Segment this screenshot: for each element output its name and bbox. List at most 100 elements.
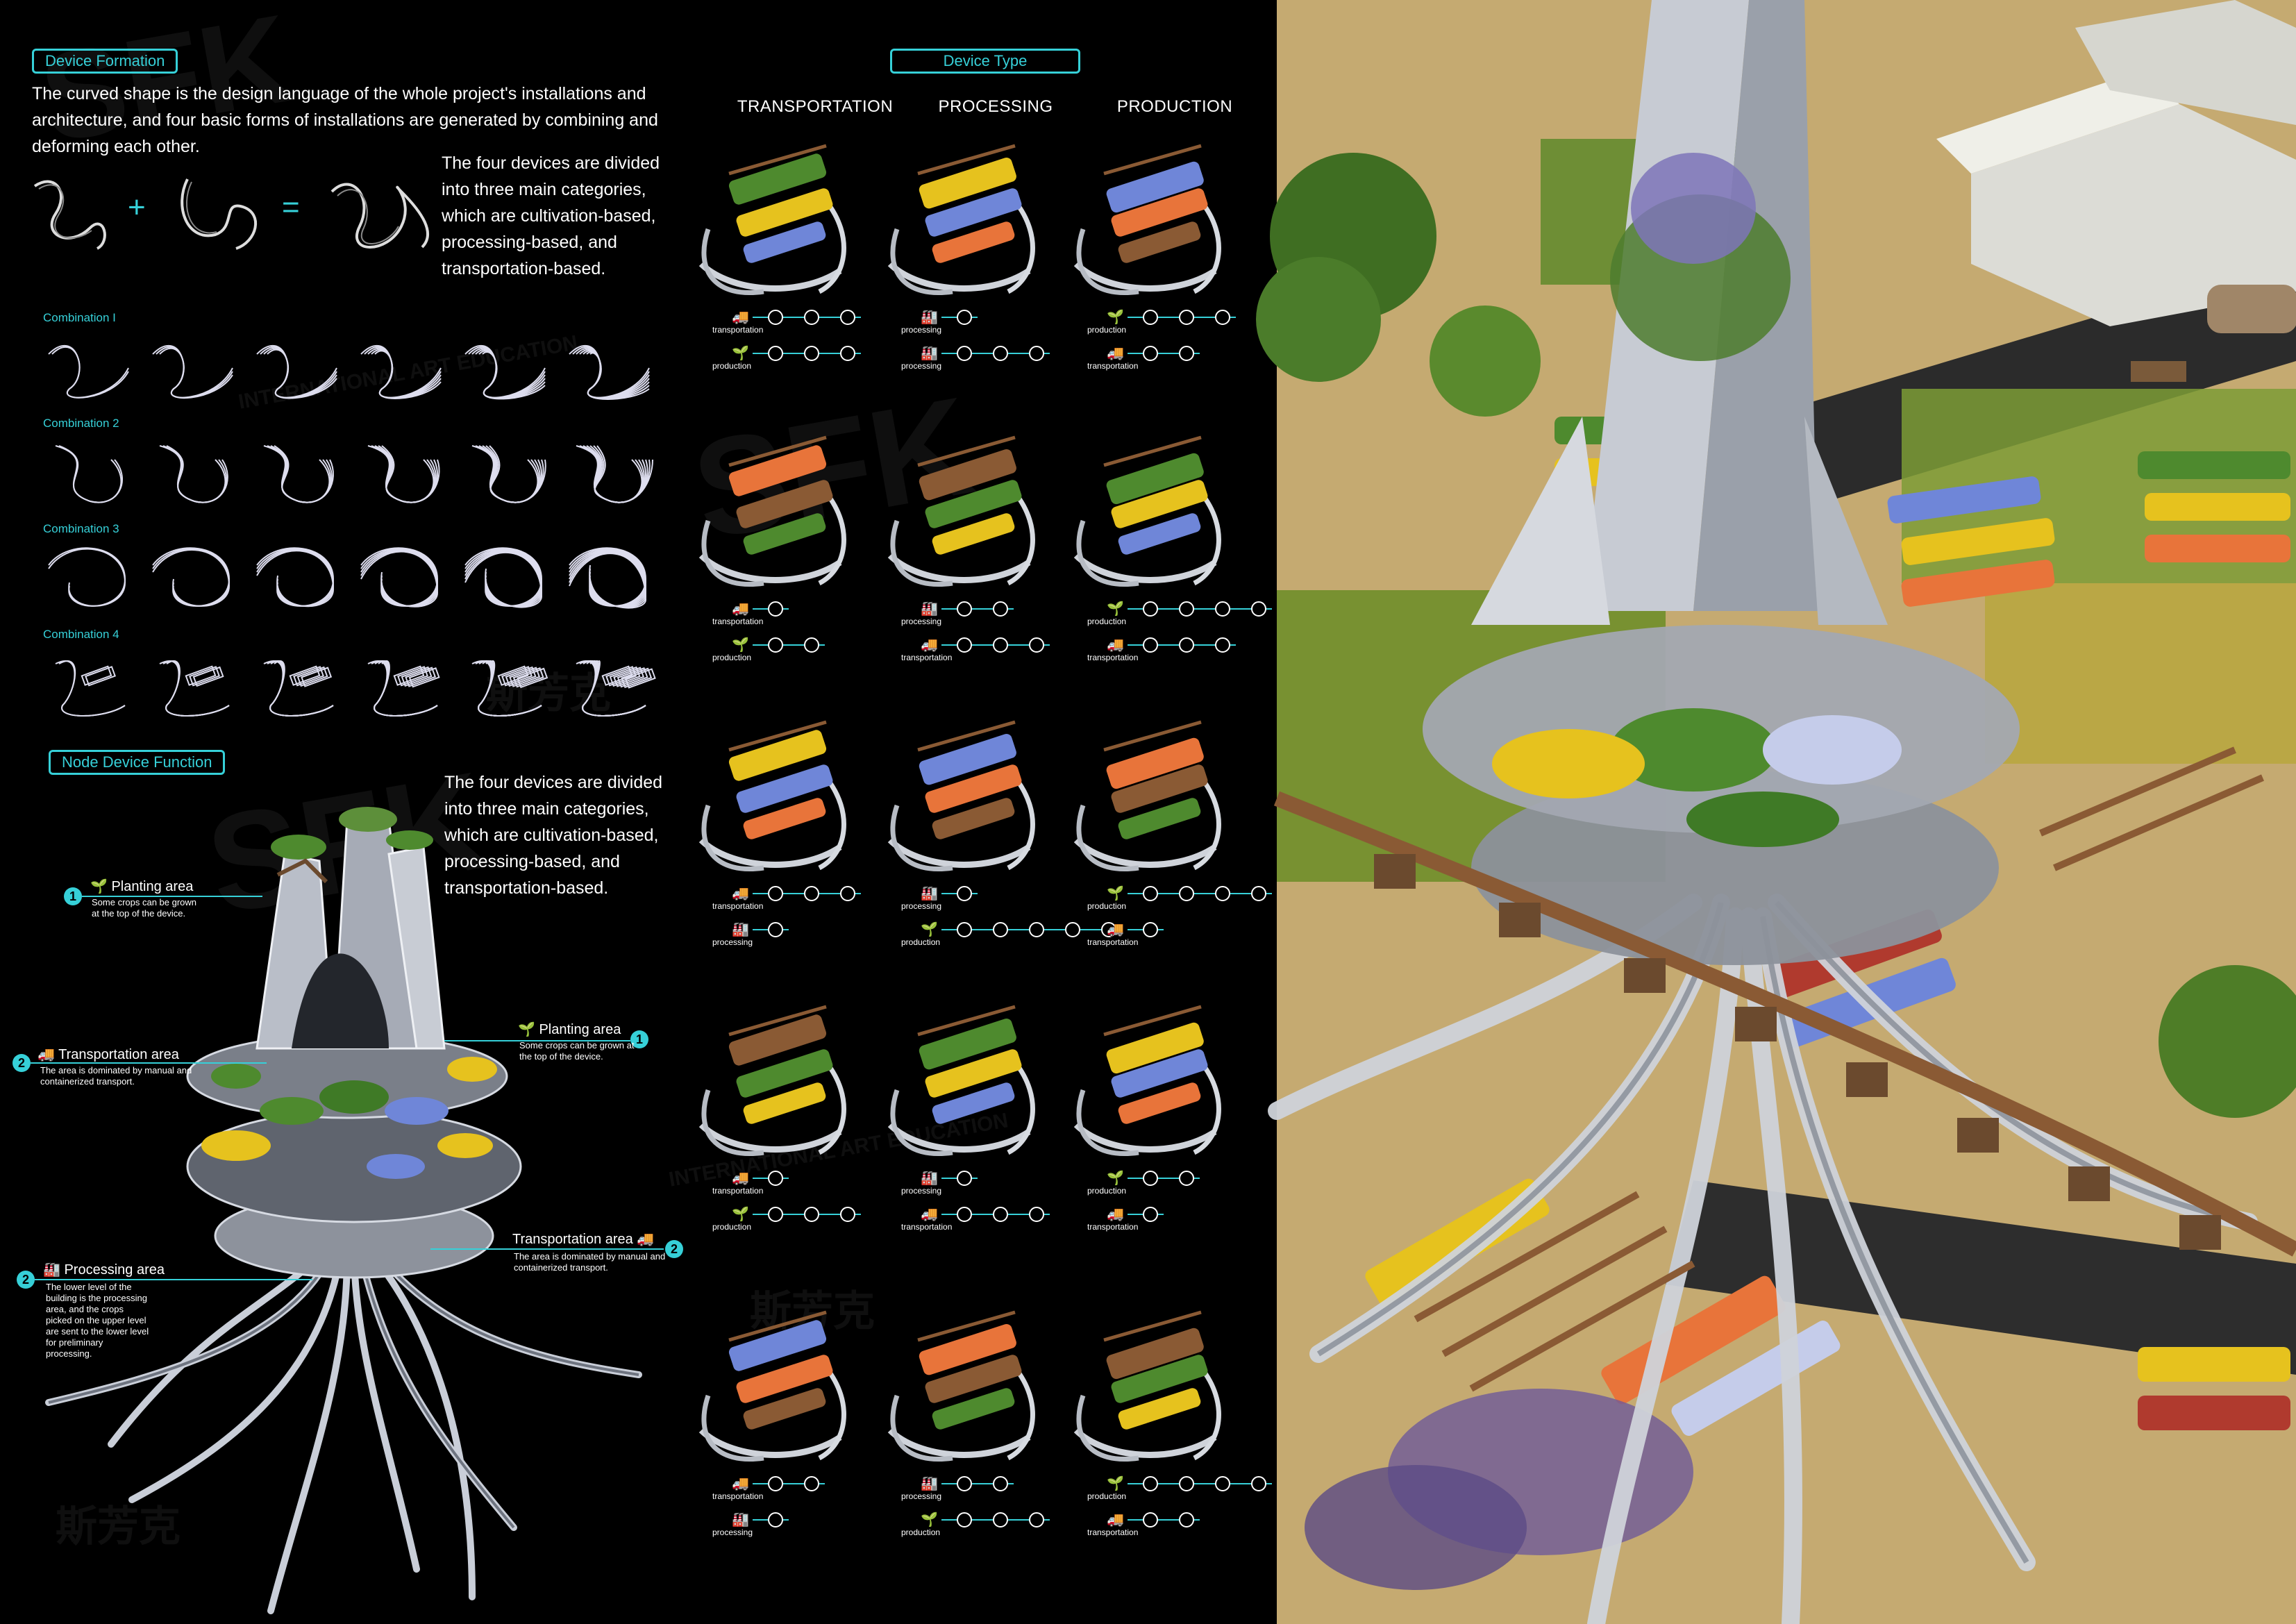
combination-label-2: Combination 2	[43, 417, 119, 430]
device-category-icon: 🌱	[1107, 886, 1124, 901]
device-category-label: production	[1087, 1186, 1127, 1196]
device-category-icon: 🚚	[732, 310, 749, 325]
function-circle-icon	[768, 637, 783, 653]
device-category-icon: 🌱	[1107, 310, 1124, 325]
connector-line	[941, 608, 1014, 610]
device-category-icon: 🚚	[1107, 922, 1124, 937]
combination-wireframe	[569, 344, 650, 400]
function-circle-icon	[993, 637, 1008, 653]
device-illustration	[698, 720, 846, 871]
function-circle-icon	[1065, 922, 1080, 937]
device-category-icon: 🚚	[1107, 346, 1124, 361]
combination-wireframe	[367, 445, 440, 503]
function-circle-icon	[1179, 601, 1194, 617]
device-category-label: transportation	[712, 1186, 764, 1196]
device-category-icon: 🚚	[1107, 1512, 1124, 1527]
callout-number: 2	[665, 1240, 683, 1258]
transportation-area-title: 🚚 Transportation area	[37, 1047, 179, 1062]
function-circle-icon	[804, 1476, 819, 1491]
connector-line	[1128, 608, 1272, 610]
combination-wireframe	[55, 660, 126, 717]
device-category-icon: 🏭	[921, 1476, 938, 1491]
callout-number: 1	[64, 887, 82, 905]
function-circle-icon	[1101, 922, 1116, 937]
combination-wireframe	[360, 547, 439, 608]
combination-wireframe	[48, 547, 126, 607]
device-category-label: processing	[901, 617, 942, 626]
formula-curve-b	[181, 178, 257, 250]
function-circle-icon	[804, 346, 819, 361]
combination-wireframe	[48, 344, 129, 399]
device-category-label: production	[1087, 617, 1127, 626]
transportation-area-desc: The area is dominated by manual and cont…	[40, 1065, 192, 1087]
processing-area-desc: The lower level of the building is the p…	[46, 1282, 149, 1359]
function-circle-icon	[957, 310, 972, 325]
function-circle-icon	[1179, 1476, 1194, 1491]
truck-icon: 🚚	[37, 1047, 59, 1062]
connector-line	[1128, 1483, 1272, 1484]
device-category-icon: 🏭	[921, 310, 938, 325]
function-circle-icon	[1143, 346, 1158, 361]
function-circle-icon	[1029, 1207, 1044, 1222]
function-circle-icon	[1029, 922, 1044, 937]
device-category-icon: 🏭	[921, 601, 938, 617]
formation-paragraph: The curved shape is the design language …	[32, 84, 658, 156]
function-circle-icon	[840, 1207, 855, 1222]
device-category-label: processing	[901, 361, 942, 371]
callout-number: 2	[17, 1271, 35, 1289]
device-category-icon: 🌱	[732, 637, 749, 653]
function-circle-icon	[1179, 637, 1194, 653]
planting-area-desc-right: Some crops can be grown at the top of th…	[519, 1040, 635, 1062]
truck-icon: 🚚	[632, 1232, 655, 1247]
combination-wireframe	[159, 660, 230, 717]
callout-number: 1	[630, 1030, 648, 1048]
function-circle-icon	[1215, 310, 1230, 325]
device-category-label: production	[1087, 1491, 1127, 1501]
function-circle-icon	[768, 1207, 783, 1222]
function-circle-icon	[1143, 886, 1158, 901]
aerial-rendering	[1256, 0, 2296, 1624]
device-category-icon: 🚚	[921, 637, 938, 653]
function-circle-icon	[1215, 886, 1230, 901]
device-illustration	[698, 1005, 846, 1156]
function-circle-icon	[804, 886, 819, 901]
device-category-icon: 🚚	[732, 886, 749, 901]
function-circle-icon	[1029, 1512, 1044, 1527]
function-circle-icon	[1143, 1171, 1158, 1186]
device-category-icon: 🌱	[732, 1207, 749, 1222]
function-circle-icon	[768, 886, 783, 901]
function-circle-icon	[957, 886, 972, 901]
device-category-label: production	[1087, 901, 1127, 911]
leaf-icon: 🌱	[90, 879, 112, 894]
function-circle-icon	[1179, 1171, 1194, 1186]
function-circle-icon	[993, 1207, 1008, 1222]
device-illustration	[887, 1005, 1035, 1156]
function-circle-icon	[1215, 1476, 1230, 1491]
function-circle-icon	[957, 1207, 972, 1222]
combination-wireframe	[263, 445, 334, 503]
function-circle-icon	[993, 1476, 1008, 1491]
processing-area-title: 🏭 Processing area	[43, 1262, 165, 1278]
function-circle-icon	[993, 1512, 1008, 1527]
connector-line	[1128, 893, 1272, 894]
leader-line	[31, 1062, 267, 1064]
function-circle-icon	[840, 346, 855, 361]
device-category-icon: 🌱	[1107, 1171, 1124, 1186]
function-circle-icon	[1251, 1476, 1266, 1491]
plus-sign: +	[128, 190, 146, 224]
device-category-label: transportation	[1087, 1222, 1139, 1232]
device-category-icon: 🏭	[921, 886, 938, 901]
connector-line	[941, 1483, 1014, 1484]
combination-wireframe	[464, 344, 546, 400]
function-circle-icon	[1143, 1512, 1158, 1527]
device-category-icon: 🌱	[921, 922, 938, 937]
connector-line	[753, 644, 825, 646]
function-circle-icon	[1215, 637, 1230, 653]
device-illustration	[887, 144, 1035, 295]
device-illustration	[1073, 144, 1221, 295]
planting-area-title-right: 🌱 Planting area	[518, 1022, 621, 1037]
function-circle-icon	[840, 886, 855, 901]
leader-line	[35, 1279, 312, 1280]
connector-line	[1128, 1178, 1200, 1179]
